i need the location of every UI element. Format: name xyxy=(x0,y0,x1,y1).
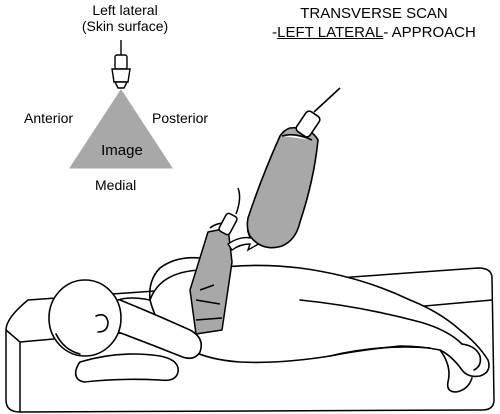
legend-probe-icon xyxy=(111,40,131,89)
posterior-label: Posterior xyxy=(152,110,209,126)
scan-title-line2: -LEFT LATERAL- APPROACH xyxy=(250,23,498,42)
image-sector-triangle xyxy=(69,89,173,169)
scan-title-underlined: LEFT LATERAL xyxy=(277,24,384,41)
scan-title-prefix: - xyxy=(272,24,278,41)
enlarged-probe xyxy=(246,87,341,249)
scan-title-line1: TRANSVERSE SCAN xyxy=(300,5,448,22)
patient-body xyxy=(48,256,490,393)
image-label: Image xyxy=(101,142,143,159)
scan-title-suffix: - APPROACH xyxy=(383,24,476,41)
probe-position-line2: (Skin surface) xyxy=(81,18,169,34)
scan-title: TRANSVERSE SCAN -LEFT LATERAL- APPROACH xyxy=(250,4,498,42)
probe-position-label: Left lateral (Skin surface) xyxy=(60,2,190,34)
medial-label: Medial xyxy=(95,177,137,193)
probe-position-line1: Left lateral xyxy=(92,2,158,18)
probe-on-patient xyxy=(189,187,241,335)
anterior-label: Anterior xyxy=(24,110,74,126)
